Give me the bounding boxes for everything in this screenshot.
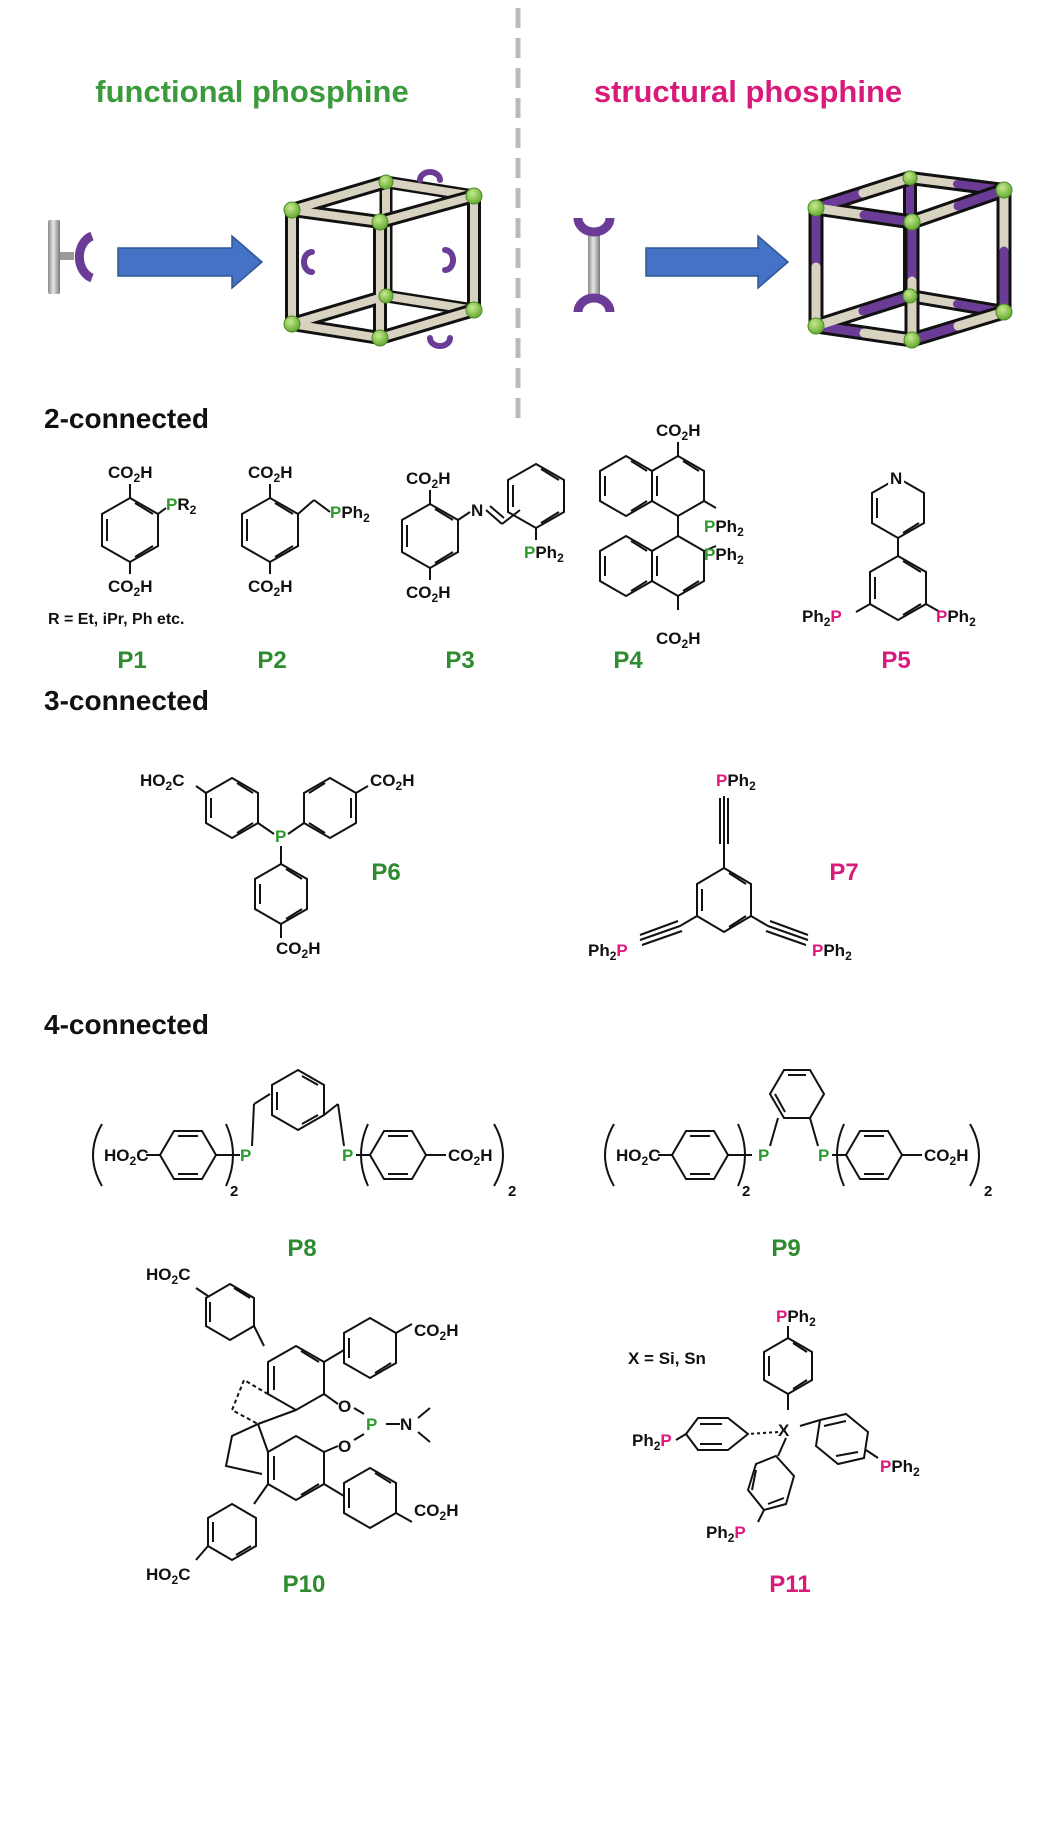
svg-text:CO2H: CO2H: [406, 583, 450, 605]
label-p11: P11: [769, 1571, 810, 1598]
svg-text:PPh2: PPh2: [880, 1457, 920, 1479]
cube-framework-icon: [283, 169, 483, 349]
svg-text:PPh2: PPh2: [524, 543, 564, 565]
structure-p6: [195, 776, 369, 938]
svg-text:CO2H: CO2H: [448, 1146, 492, 1168]
svg-text:PPh2: PPh2: [812, 941, 852, 963]
svg-text:CO2H: CO2H: [414, 1321, 458, 1343]
svg-text:CO2H: CO2H: [370, 771, 414, 793]
svg-text:PPh2: PPh2: [330, 503, 370, 525]
label-p1: P1: [117, 647, 146, 674]
svg-text:HO2C: HO2C: [146, 1565, 190, 1587]
label-p5: P5: [881, 647, 910, 674]
label-p3: P3: [445, 647, 474, 674]
svg-text:P: P: [275, 827, 286, 846]
svg-text:CO2H: CO2H: [276, 939, 320, 961]
svg-text:PPh2: PPh2: [716, 771, 756, 793]
svg-text:CO2H: CO2H: [414, 1501, 458, 1523]
svg-text:CO2H: CO2H: [924, 1146, 968, 1168]
svg-text:HO2C: HO2C: [104, 1146, 148, 1168]
structural-linker-icon: [573, 217, 615, 313]
label-p6: P6: [371, 859, 400, 886]
label-p10: P10: [283, 1571, 326, 1598]
svg-text:2: 2: [508, 1183, 516, 1200]
svg-text:PPh2: PPh2: [704, 545, 744, 567]
svg-text:O: O: [338, 1437, 351, 1456]
svg-text:2: 2: [742, 1183, 750, 1200]
label-p2: P2: [257, 647, 286, 674]
section-heading-4-connected: 4-connected: [44, 1009, 209, 1040]
section-heading-2-connected: 2-connected: [44, 403, 209, 434]
svg-text:HO2C: HO2C: [140, 771, 184, 793]
svg-text:CO2H: CO2H: [108, 577, 152, 599]
structure-p3: [401, 462, 565, 580]
svg-text:Ph2P: Ph2P: [632, 1431, 672, 1453]
structure-p11: [675, 1326, 879, 1523]
arrow-icon: [645, 234, 790, 290]
structural-phosphine-title: structural phosphine: [594, 74, 902, 109]
functional-linker-icon: [48, 220, 94, 294]
structure-p10: [195, 1282, 431, 1562]
svg-text:P: P: [758, 1146, 769, 1165]
structure-p2: [241, 484, 331, 574]
svg-text:N: N: [400, 1415, 412, 1434]
svg-text:PPh2: PPh2: [704, 517, 744, 539]
svg-text:CO2H: CO2H: [108, 463, 152, 485]
svg-text:CO2H: CO2H: [656, 629, 700, 651]
cube-framework-icon: [807, 170, 1013, 349]
structure-p9: [604, 1069, 980, 1187]
label-p9: P9: [771, 1235, 800, 1262]
x-atom-note: X = Si, Sn: [628, 1349, 706, 1368]
svg-text:CO2H: CO2H: [656, 421, 700, 443]
svg-text:P: P: [818, 1146, 829, 1165]
arrow-icon: [117, 234, 264, 290]
structure-p8: [92, 1068, 504, 1187]
svg-text:2: 2: [230, 1183, 238, 1200]
structure-p7: [639, 796, 809, 946]
label-p8: P8: [287, 1235, 316, 1262]
label-p4: P4: [613, 647, 643, 674]
label-p7: P7: [829, 859, 858, 886]
svg-text:Ph2P: Ph2P: [588, 941, 628, 963]
svg-text:HO2C: HO2C: [146, 1265, 190, 1287]
svg-text:P: P: [240, 1146, 251, 1165]
section-heading-3-connected: 3-connected: [44, 685, 209, 716]
svg-text:N: N: [471, 501, 483, 520]
structure-p4: [599, 442, 717, 610]
svg-text:CO2H: CO2H: [406, 469, 450, 491]
svg-text:2: 2: [984, 1183, 992, 1200]
svg-text:PPh2: PPh2: [936, 607, 976, 629]
svg-text:X: X: [778, 1421, 790, 1440]
functional-phosphine-title: functional phosphine: [95, 74, 408, 109]
svg-text:P: P: [342, 1146, 353, 1165]
svg-text:Ph2P: Ph2P: [802, 607, 842, 629]
svg-text:CO2H: CO2H: [248, 577, 292, 599]
structure-p5: [855, 476, 941, 622]
structure-p1: [101, 484, 167, 574]
r-group-note: R = Et, iPr, Ph etc.: [48, 611, 185, 628]
svg-text:O: O: [338, 1397, 351, 1416]
svg-text:HO2C: HO2C: [616, 1146, 660, 1168]
svg-text:N: N: [890, 469, 902, 488]
svg-text:Ph2P: Ph2P: [706, 1523, 746, 1545]
svg-text:PR2: PR2: [166, 495, 197, 517]
svg-text:CO2H: CO2H: [248, 463, 292, 485]
svg-text:P: P: [366, 1415, 377, 1434]
svg-text:PPh2: PPh2: [776, 1307, 816, 1329]
